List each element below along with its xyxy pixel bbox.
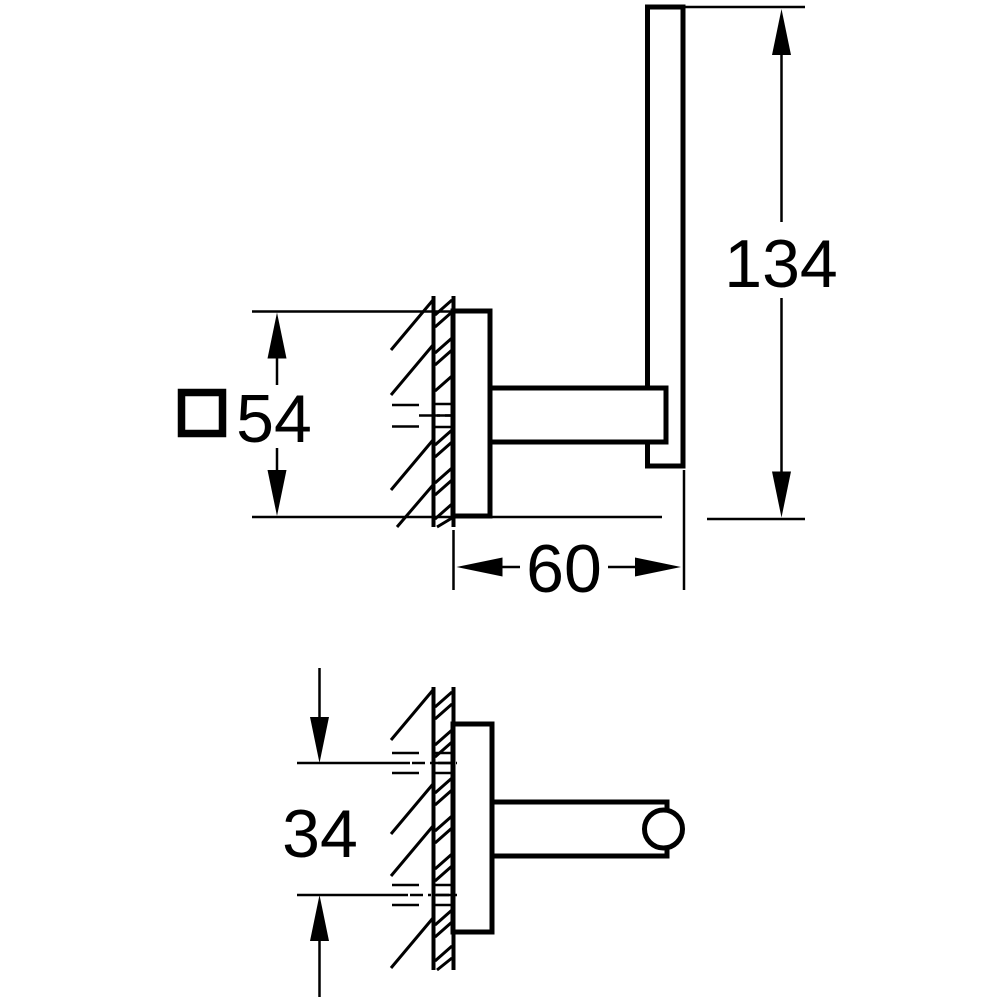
- bar-end-circle: [642, 807, 685, 851]
- dimension-label-34: 34: [282, 796, 358, 872]
- dimension-label-54: 54: [236, 381, 312, 457]
- arrow-left-icon: [456, 557, 503, 577]
- arrow-up-icon: [310, 895, 329, 941]
- arrow-up-icon: [772, 9, 791, 55]
- arrow-right-icon: [635, 557, 681, 577]
- wall-section-side: [389, 296, 457, 529]
- wall-section-plan: [389, 687, 456, 972]
- dimension-label-134: 134: [724, 226, 837, 302]
- wall-plate-plan: [450, 721, 495, 935]
- arrow-down-icon: [267, 470, 287, 516]
- dimension-hole-spacing: 34: [282, 668, 457, 997]
- dimension-plate-square: 54: [177, 310, 662, 519]
- holder-arm-side: [487, 385, 669, 445]
- dimension-arm-depth: 60: [452, 470, 686, 607]
- wall-plate-side: [450, 308, 493, 519]
- square-section-icon: [177, 388, 227, 438]
- plan-view: 34: [282, 668, 685, 997]
- holder-arm-plan: [489, 799, 670, 859]
- arrow-down-icon: [310, 717, 329, 763]
- dimension-label-60: 60: [526, 531, 602, 607]
- dimension-bar-height: 134: [685, 5, 838, 521]
- arrow-down-icon: [772, 471, 791, 518]
- wall-band-hatch-side: [434, 298, 453, 529]
- side-view: 54 60 134: [177, 4, 838, 607]
- wall-centerline-breaks-plan: [392, 751, 453, 907]
- wall-band-hatch-plan: [434, 690, 453, 972]
- wall-diagonal-hatch-side: [389, 299, 435, 528]
- wall-diagonal-hatch-plan: [389, 689, 435, 969]
- wall-centerline-break-side: [392, 402, 457, 429]
- arrow-up-icon: [267, 312, 287, 359]
